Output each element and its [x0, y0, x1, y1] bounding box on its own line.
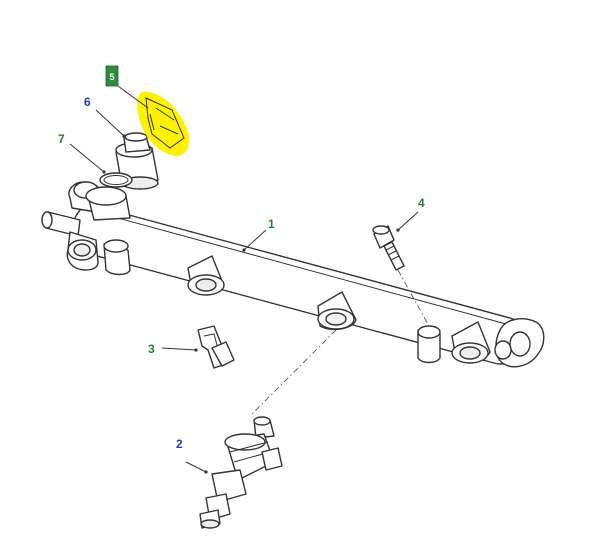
- fuel-rail[interactable]: [41, 181, 545, 368]
- fuel-injector[interactable]: [199, 416, 283, 529]
- callout-leaders: [69, 85, 419, 474]
- callout-6: 6: [84, 95, 91, 109]
- injector-clip[interactable]: [197, 325, 235, 369]
- callout-2: 2: [176, 437, 183, 451]
- callout-1: 1: [268, 217, 275, 231]
- mounting-bolt[interactable]: [372, 225, 405, 271]
- badge-label: 5: [109, 72, 114, 82]
- injector-cup: [317, 291, 357, 331]
- alignment-axes: [249, 269, 431, 417]
- highlighted-part-marker-icon: 5: [105, 65, 119, 87]
- regulator-retaining-clip[interactable]: [137, 91, 190, 156]
- callout-7: 7: [58, 132, 65, 146]
- callout-3: 3: [148, 342, 155, 356]
- injector-cup: [187, 255, 225, 296]
- injector-cup: [451, 321, 491, 364]
- o-ring[interactable]: [99, 172, 133, 188]
- callout-4: 4: [418, 196, 425, 210]
